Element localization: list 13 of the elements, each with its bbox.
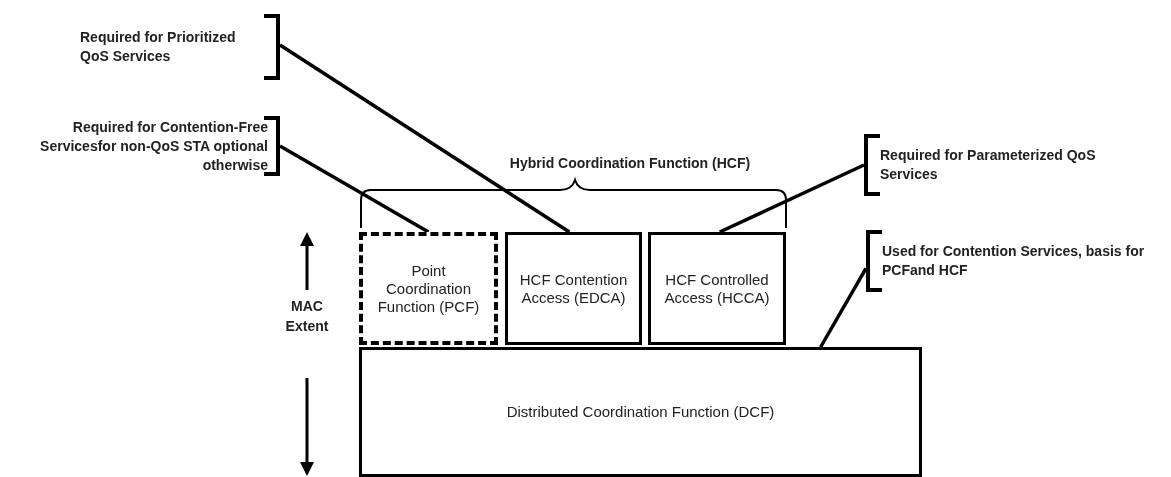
function-box: HCF Controlled Access (HCCA) [648, 232, 786, 345]
leader-line [279, 43, 571, 234]
function-box: HCF Contention Access (EDCA) [505, 232, 642, 345]
bracket-callout: Required for Prioritized QoS Services [80, 14, 280, 80]
group-label: Hybrid Coordination Function (HCF) [508, 154, 752, 173]
function-box: Distributed Coordination Function (DCF) [359, 347, 922, 477]
bracket-callout: Required for Parameterized QoS Services [864, 134, 1114, 196]
leader-line [719, 163, 865, 234]
bracket-callout: Required for Contention-Free Servicesfor non-QoS STA optional otherwise [40, 116, 280, 176]
leader-line [279, 144, 430, 234]
function-box: Point Coordination Function (PCF) [359, 232, 498, 345]
leader-line [819, 267, 868, 348]
bracket-callout: Used for Contention Services, basis for PCFand HCF [866, 230, 1156, 292]
